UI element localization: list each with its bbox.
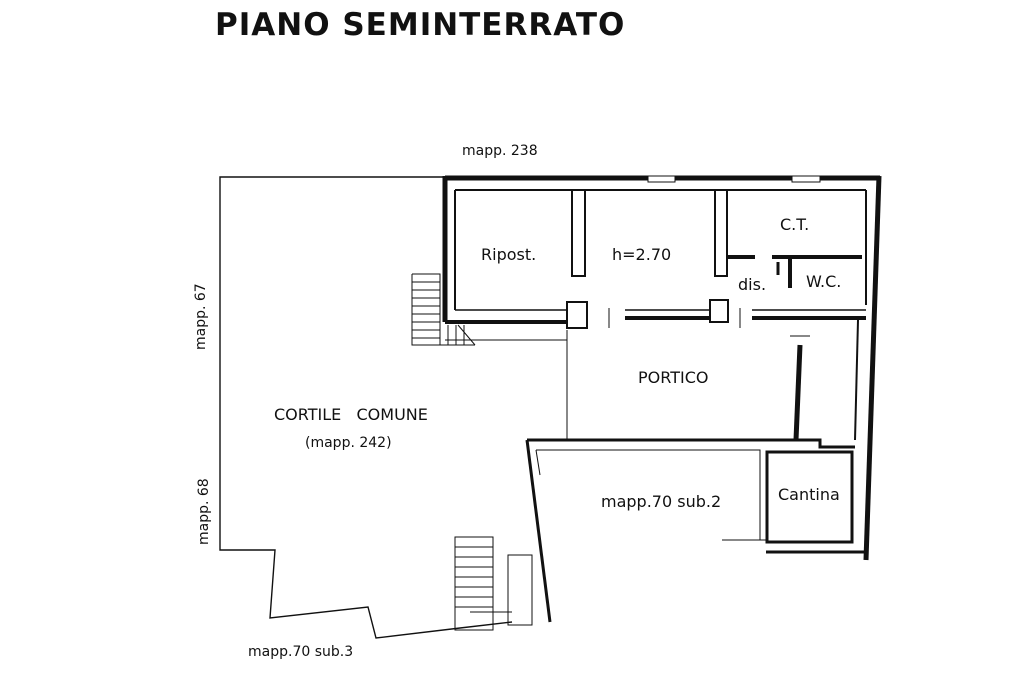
neighbor-west-upper-label: mapp. 67 xyxy=(193,283,209,350)
plan-title: PIANO SEMINTERRATO xyxy=(215,7,625,43)
room-label-ct: C.T. xyxy=(780,215,809,234)
room-label-wc: W.C. xyxy=(806,272,841,291)
room-label-cortile-mapp: (mapp. 242) xyxy=(305,435,392,451)
room-label-mapp70-sub2: mapp.70 sub.2 xyxy=(601,492,721,511)
neighbor-west-lower-label: mapp. 68 xyxy=(196,478,212,545)
room-label-height: h=2.70 xyxy=(612,245,671,264)
neighbor-south-label: mapp.70 sub.3 xyxy=(248,644,353,660)
room-label-dis: dis. xyxy=(738,275,766,294)
room-label-cantina: Cantina xyxy=(778,485,840,504)
neighbor-north-label: mapp. 238 xyxy=(462,143,538,159)
room-label-portico: PORTICO xyxy=(638,368,708,387)
building-walls xyxy=(442,175,882,623)
lower-staircase xyxy=(454,536,533,631)
room-label-cortile: CORTILE COMUNE xyxy=(274,405,428,424)
upper-staircase xyxy=(411,273,476,346)
room-label-riposto: Ripost. xyxy=(481,245,536,264)
courtyard-outline xyxy=(219,176,568,639)
